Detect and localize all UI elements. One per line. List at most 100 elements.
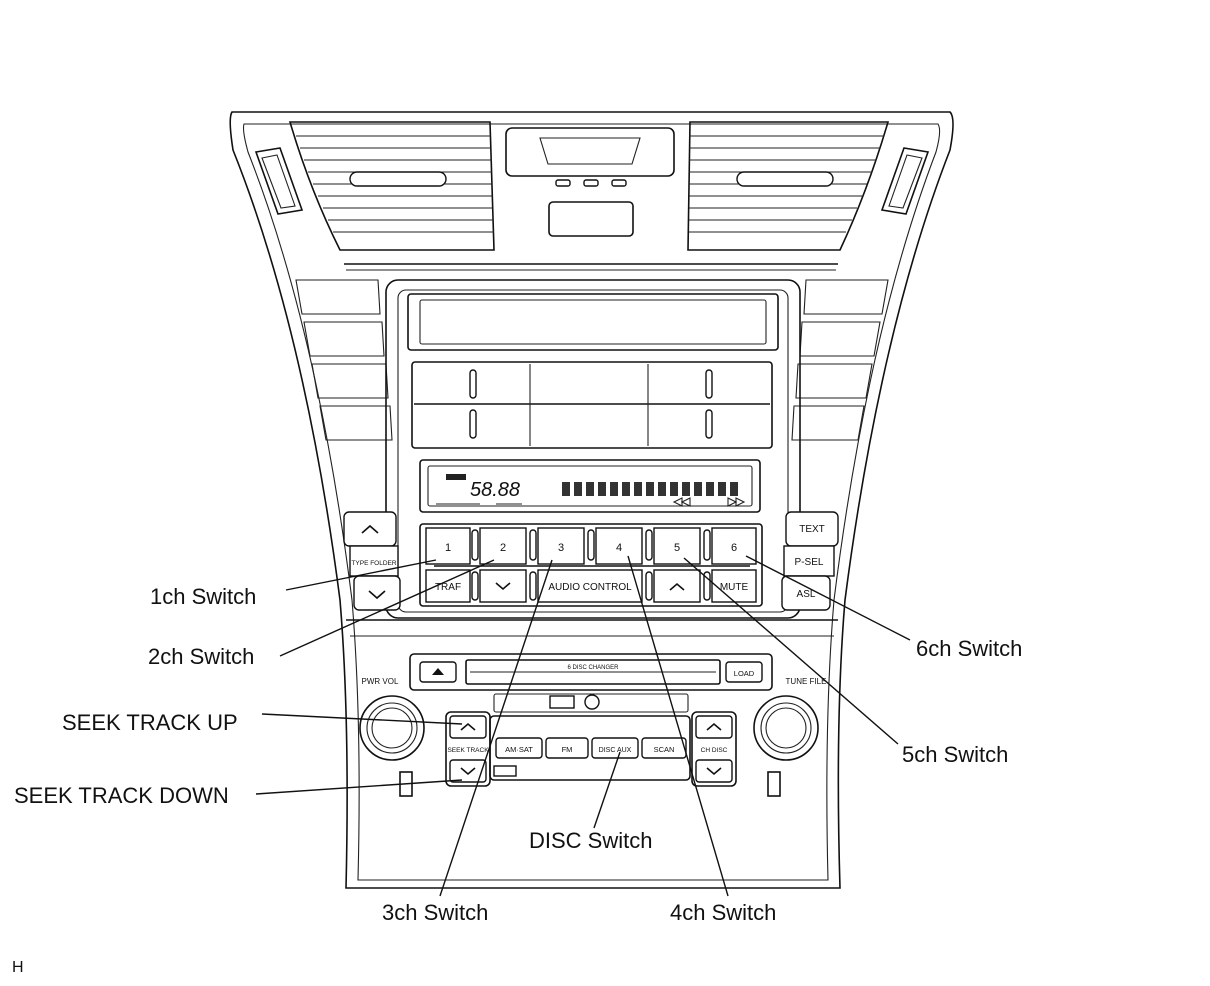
type-up-button[interactable] bbox=[343, 511, 397, 547]
seek-track-label: SEEK TRACK bbox=[447, 747, 489, 754]
traf-button[interactable] bbox=[425, 569, 471, 603]
ch-disc-up-button[interactable] bbox=[695, 715, 733, 739]
leader-seek-up bbox=[261, 713, 463, 725]
chevron-down-icon bbox=[495, 582, 511, 591]
disc-changer-label: 6 DISC CHANGER bbox=[567, 665, 619, 671]
audio-lcd: 58.88 bbox=[419, 459, 761, 513]
preset-6-label: 6 bbox=[731, 542, 737, 554]
chevron-down-icon bbox=[706, 767, 722, 776]
audio-down-button[interactable] bbox=[479, 569, 527, 603]
type-folder-label: TYPE FOLDER bbox=[351, 560, 396, 567]
seek-track-rocker: SEEK TRACK bbox=[445, 711, 491, 787]
audio-control-label: AUDIO CONTROL bbox=[548, 582, 632, 593]
right-side-slats bbox=[791, 279, 889, 441]
pwr-vol-label: PWR VOL bbox=[362, 677, 399, 686]
disc-aux-label: DISC AUX bbox=[599, 747, 632, 754]
type-folder-button[interactable] bbox=[349, 545, 399, 577]
preset-2-label: 2 bbox=[500, 542, 506, 554]
seek-track-down-button[interactable] bbox=[449, 759, 487, 783]
callout-disc: DISC Switch bbox=[529, 828, 652, 853]
tune-file-knob-group: TUNE FILE bbox=[753, 677, 827, 761]
eject-icon bbox=[432, 668, 444, 675]
audio-control-button[interactable] bbox=[537, 569, 643, 603]
load-label: LOAD bbox=[734, 669, 755, 678]
tune-file-label: TUNE FILE bbox=[786, 677, 827, 686]
seek-track-up-button[interactable] bbox=[449, 715, 487, 739]
center-lower-controls: AM·SAT FM DISC AUX SCAN bbox=[489, 693, 691, 781]
p-sel-label: P-SEL bbox=[795, 557, 824, 568]
chevron-down-icon bbox=[368, 590, 386, 600]
p-sel-button[interactable] bbox=[783, 545, 835, 577]
chevron-down-icon bbox=[460, 767, 476, 776]
leader-5ch bbox=[683, 557, 899, 745]
asl-label: ASL bbox=[797, 589, 816, 600]
right-air-vent bbox=[687, 121, 890, 251]
preset-button-dividers bbox=[471, 529, 711, 601]
preset-5-label: 5 bbox=[674, 542, 680, 554]
callout-4ch: 4ch Switch bbox=[670, 900, 776, 925]
chevron-up-icon bbox=[361, 524, 379, 534]
leader-6ch bbox=[745, 555, 911, 641]
text-label: TEXT bbox=[799, 524, 825, 535]
screen-soft-keys bbox=[411, 361, 773, 449]
chevron-up-icon bbox=[669, 582, 685, 591]
pwr-vol-knob[interactable] bbox=[359, 695, 425, 761]
mute-button[interactable] bbox=[711, 569, 757, 603]
scan-button[interactable] bbox=[641, 737, 687, 759]
ch-disc-rocker: CH DISC bbox=[691, 711, 737, 787]
leader-1ch bbox=[285, 559, 437, 591]
preset-3-button[interactable] bbox=[537, 527, 585, 565]
navigation-screen bbox=[407, 293, 779, 351]
leader-4ch bbox=[627, 555, 729, 897]
leader-lines bbox=[255, 555, 911, 897]
am-sat-button[interactable] bbox=[495, 737, 543, 759]
preset-1-button[interactable] bbox=[425, 527, 471, 565]
preset-button-row: 1 2 3 4 5 6 TRAF AUDIO CONTROL MUTE bbox=[419, 523, 763, 607]
callout-1ch: 1ch Switch bbox=[150, 584, 256, 609]
preset-4-label: 4 bbox=[616, 542, 622, 554]
leader-3ch bbox=[439, 559, 553, 897]
fm-label: FM bbox=[562, 745, 573, 754]
left-air-vent bbox=[288, 121, 495, 251]
ch-disc-down-button[interactable] bbox=[695, 759, 733, 783]
tune-file-knob[interactable] bbox=[753, 695, 819, 761]
chevron-up-icon bbox=[706, 722, 722, 731]
callout-seek-up: SEEK TRACK UP bbox=[62, 710, 238, 735]
left-side-slats bbox=[295, 279, 393, 441]
console-bezel bbox=[229, 111, 954, 889]
traf-label: TRAF bbox=[435, 582, 461, 593]
leader-disc bbox=[593, 751, 621, 829]
preset-1-label: 1 bbox=[445, 542, 451, 554]
leader-seek-down bbox=[255, 779, 463, 795]
preset-2-button[interactable] bbox=[479, 527, 527, 565]
right-side-buttons: TEXT P-SEL ASL bbox=[781, 511, 839, 611]
callout-3ch: 3ch Switch bbox=[382, 900, 488, 925]
disc-slot-row: 6 DISC CHANGER LOAD bbox=[409, 653, 773, 691]
left-side-buttons: TYPE FOLDER bbox=[343, 511, 401, 611]
lcd-frequency: 58.88 bbox=[470, 479, 520, 501]
mute-label: MUTE bbox=[720, 582, 749, 593]
leader-2ch bbox=[279, 559, 495, 657]
callout-6ch: 6ch Switch bbox=[916, 636, 1022, 661]
side-vent-slots bbox=[254, 147, 930, 215]
chevron-up-icon bbox=[460, 722, 476, 731]
disc-slot bbox=[465, 659, 721, 685]
preset-4-button[interactable] bbox=[595, 527, 643, 565]
load-button[interactable] bbox=[725, 661, 763, 683]
pwr-vol-knob-group: PWR VOL bbox=[359, 677, 425, 761]
audio-up-button[interactable] bbox=[653, 569, 701, 603]
callout-seek-down: SEEK TRACK DOWN bbox=[14, 783, 229, 808]
callout-labels: 1ch Switch 2ch Switch SEEK TRACK UP SEEK… bbox=[14, 584, 1022, 925]
am-sat-label: AM·SAT bbox=[505, 745, 533, 754]
callout-2ch: 2ch Switch bbox=[148, 644, 254, 669]
type-down-button[interactable] bbox=[353, 575, 401, 611]
preset-5-button[interactable] bbox=[653, 527, 701, 565]
disc-aux-button[interactable] bbox=[591, 737, 639, 759]
corner-mark: H bbox=[12, 959, 24, 976]
asl-button[interactable] bbox=[781, 575, 831, 611]
ch-disc-label: CH DISC bbox=[701, 747, 728, 754]
scan-label: SCAN bbox=[654, 745, 675, 754]
center-clock-module bbox=[505, 127, 675, 237]
fm-button[interactable] bbox=[545, 737, 589, 759]
